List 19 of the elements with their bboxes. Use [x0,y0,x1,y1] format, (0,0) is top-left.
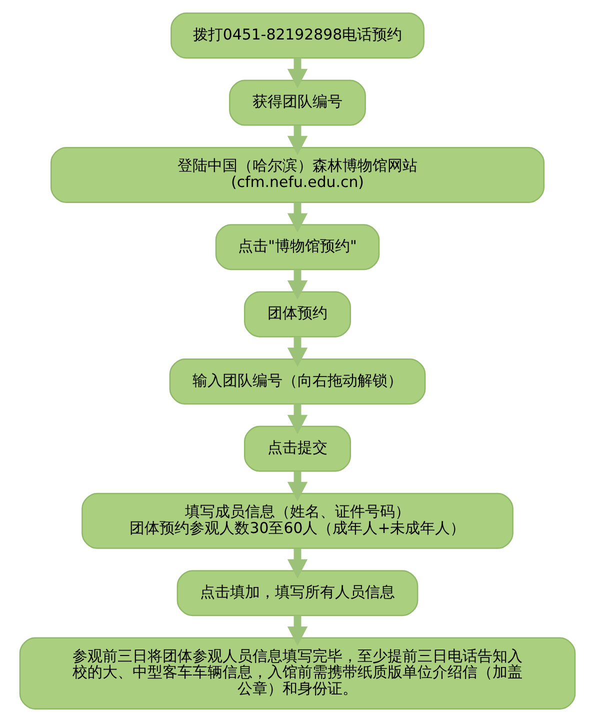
arrow [287,270,308,300]
arrow [287,404,308,434]
node-box: 点击"博物馆预约" [215,224,380,270]
arrow [287,471,308,502]
node-box: 点击填加，填写所有人员信息 [176,570,418,616]
node-box: 团体预约 [244,291,352,338]
arrow [287,125,308,156]
node-box: 输入团队编号（向右拖动解锁） [169,358,426,405]
arrow [287,548,308,578]
node-box: 登陆中国（哈尔滨）森林博物馆网站 (cfm.nefu.edu.cn) [50,146,545,203]
arrow [287,58,308,88]
node-box: 填写成员信息（姓名、证件号码） 团体预约参观人数30至60人（成年人+未成年人） [82,492,514,549]
arrow [287,202,308,233]
node-box: 拨打0451-82192898电话预约 [170,12,424,59]
arrow [287,336,308,367]
node-box: 点击提交 [244,426,352,472]
node-box: 获得团队编号 [229,80,366,126]
arrow [287,616,308,646]
node-box: 参观前三日将团体参观人员信息填写完毕，至少提前三日电话告知入校的大、中型客车车辆信息，入馆前需携带纸质版单位介绍信（加盖公章）和身份证。 [19,637,576,710]
